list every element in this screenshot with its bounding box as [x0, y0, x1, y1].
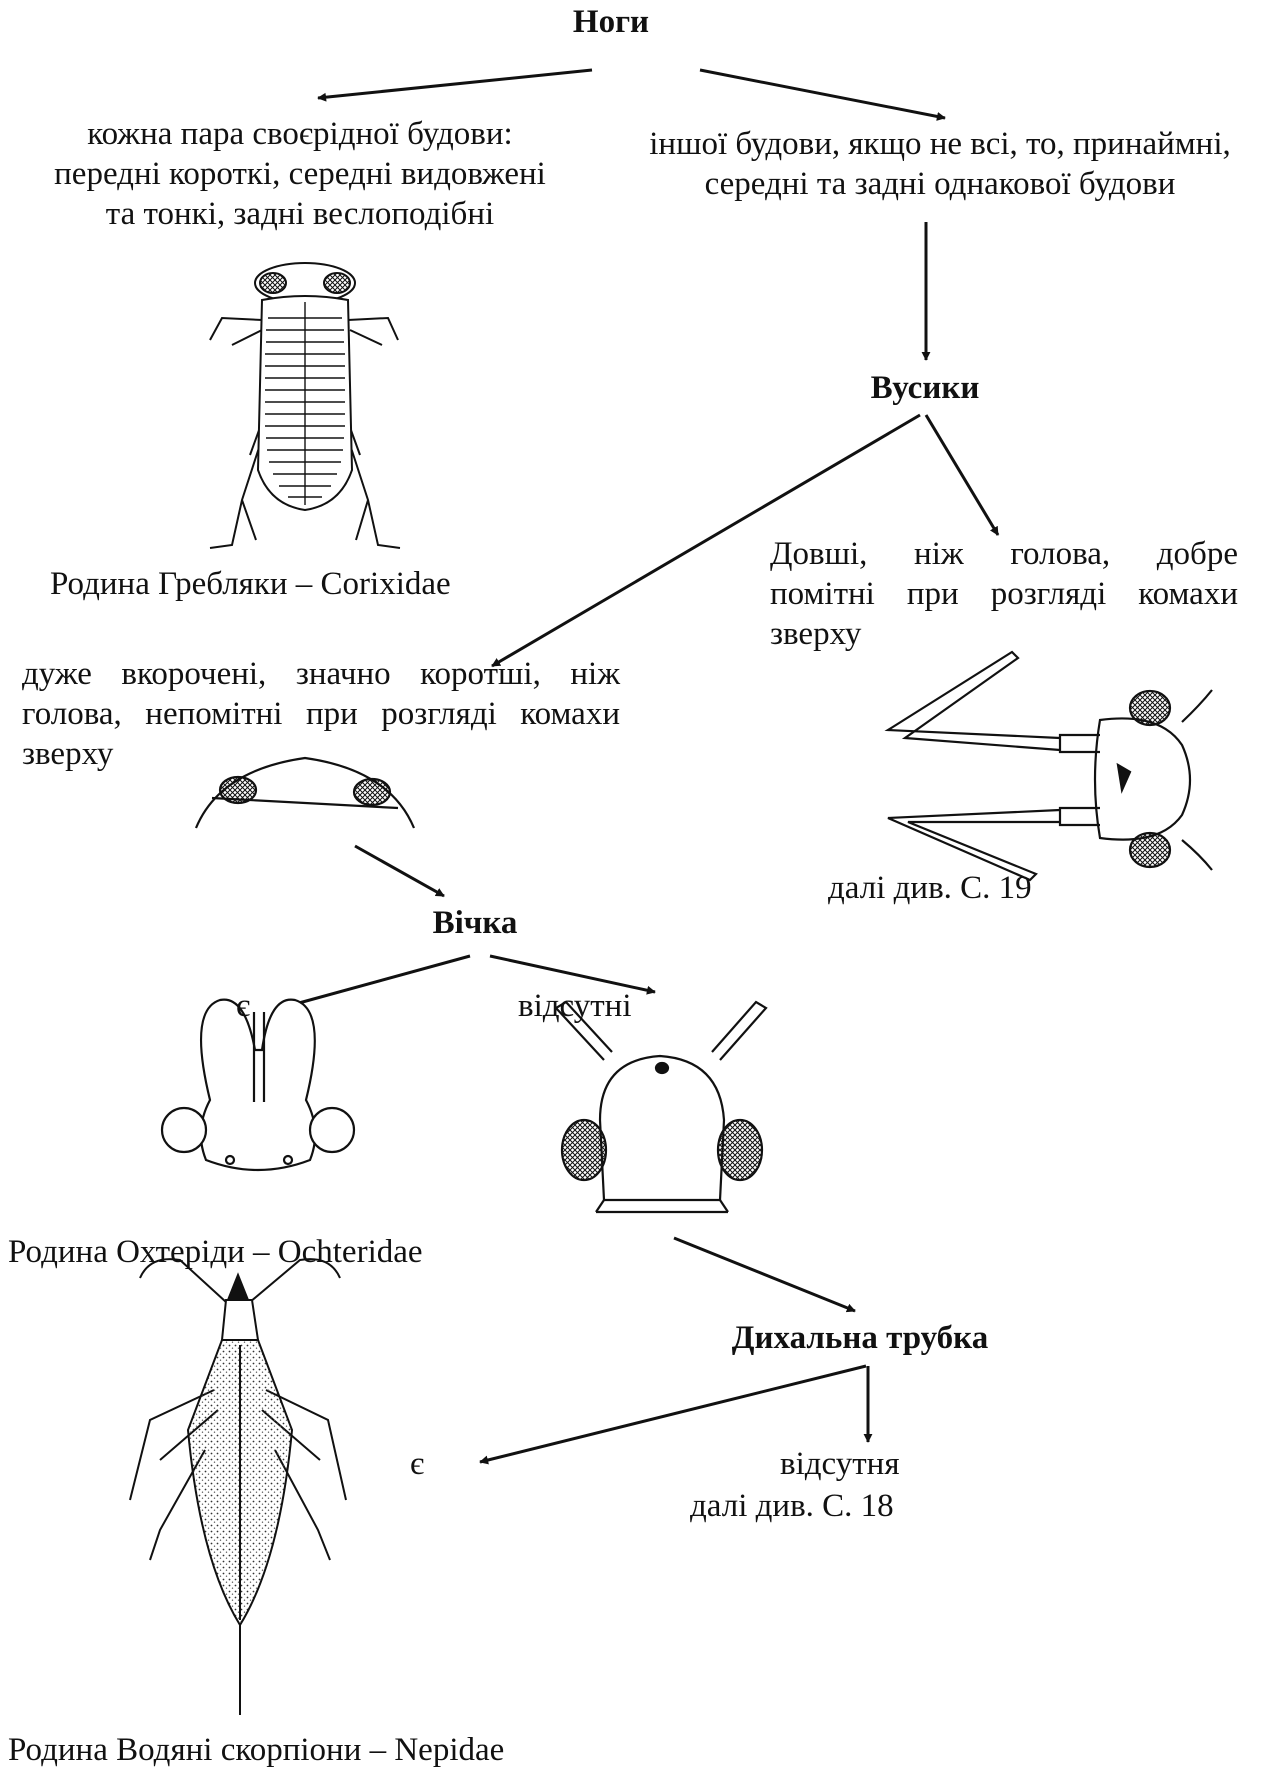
arrow-legs-right [700, 70, 945, 118]
family-ochteridae-label: Родина Охтеріди – Ochteridae [8, 1232, 423, 1272]
family-nepidae-label: Родина Водяні скорпіони – Nepidae [8, 1730, 504, 1770]
corixidae-illustration [210, 263, 400, 548]
antennae-option-shorter: дуже вкорочені, значно коротші, ніж голо… [22, 654, 620, 774]
family-corixidae-label: Родина Гребляки – Corixidae [50, 564, 451, 604]
antennae-shorter-line-2: голова, непомітні при розгляді комахи [22, 694, 620, 734]
antennae-longer-line-3: зверху [770, 614, 1238, 654]
heading-breathing-tube: Дихальна трубка [690, 1318, 1030, 1358]
antennae-longer-line-1: Довші, ніж голова, добре [770, 534, 1238, 574]
heading-ocelli: Вічка [400, 903, 550, 943]
antennae-shorter-line-1: дуже вкорочені, значно коротші, ніж [22, 654, 620, 694]
legs-other-line-1: іншої будови, якщо не всі, то, принаймні… [620, 124, 1260, 164]
arrow-legs-left [318, 70, 592, 98]
nepidae-illustration [130, 1259, 346, 1715]
antennae-option-longer: Довші, ніж голова, добре помітні при роз… [770, 534, 1238, 654]
ocelli-absent-label: відсутні [518, 986, 632, 1026]
tube-see-next: далі див. С. 18 [690, 1486, 894, 1526]
legs-other-line-2: середні та задні однакової будови [620, 164, 1260, 204]
head-long-antennae-illustration [888, 652, 1212, 880]
antennae-see-next: далі див. С. 19 [828, 868, 1032, 908]
arrow-ocelli-present [288, 956, 470, 1006]
heading-legs: Ноги [536, 2, 686, 42]
tube-absent-label: відсутня [780, 1444, 900, 1484]
ocelli-present-label: є [236, 986, 250, 1026]
legs-distinct-line-1: кожна пара своєрідної будови: [20, 114, 580, 154]
heading-antennae: Вусики [830, 368, 1020, 408]
arrow-to-ocelli [355, 846, 444, 896]
arrow-to-breathing-tube [674, 1238, 855, 1311]
legs-option-distinct: кожна пара своєрідної будови: передні ко… [20, 114, 580, 234]
legs-distinct-line-2: передні короткі, середні видовжені [20, 154, 580, 194]
head-with-ocelli-illustration [162, 1000, 354, 1170]
arrow-antennae-longer [926, 415, 998, 535]
legs-option-other: іншої будови, якщо не всі, то, принаймні… [620, 124, 1260, 204]
head-without-ocelli-illustration [556, 1002, 766, 1212]
antennae-shorter-line-3: зверху [22, 734, 620, 774]
tube-present-label: є [410, 1444, 424, 1484]
antennae-longer-line-2: помітні при розгляді комахи [770, 574, 1238, 614]
legs-distinct-line-3: та тонкі, задні веслоподібні [20, 194, 580, 234]
